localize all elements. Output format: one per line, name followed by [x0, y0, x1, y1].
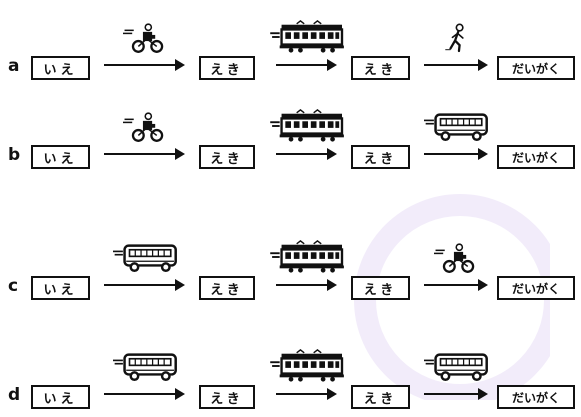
bicycle-icon — [434, 242, 480, 278]
train-icon — [269, 20, 347, 58]
route-arrow — [104, 284, 183, 286]
route-arrow — [276, 64, 335, 66]
route-arrow — [104, 393, 183, 395]
place-box-station: えき — [199, 385, 255, 409]
bus-icon — [424, 351, 490, 387]
place-box-university: だいがく — [497, 385, 575, 409]
place-box-station: えき — [351, 385, 410, 409]
bus-icon — [424, 111, 490, 147]
row-letter: a — [8, 56, 19, 76]
bus-icon — [113, 242, 179, 278]
route-arrow — [104, 64, 183, 66]
place-box-home: いえ — [31, 56, 90, 80]
place-box-station: えき — [351, 276, 410, 300]
place-box-university: だいがく — [497, 276, 575, 300]
route-arrow — [104, 153, 183, 155]
route-arrow — [276, 284, 335, 286]
walking-person-icon — [444, 22, 470, 58]
route-arrow — [424, 64, 486, 66]
train-icon — [269, 109, 347, 147]
place-box-station: えき — [199, 276, 255, 300]
place-box-home: いえ — [31, 145, 90, 169]
place-box-university: だいがく — [497, 145, 575, 169]
row-letter: c — [8, 276, 18, 296]
bus-icon — [113, 351, 179, 387]
row-letter: b — [8, 145, 20, 165]
place-box-home: いえ — [31, 385, 90, 409]
place-box-station: えき — [199, 145, 255, 169]
bicycle-icon — [123, 22, 169, 58]
bicycle-icon — [123, 111, 169, 147]
row-letter: d — [8, 385, 20, 405]
route-arrow — [424, 284, 486, 286]
place-box-station: えき — [199, 56, 255, 80]
place-box-station: えき — [351, 56, 410, 80]
place-box-station: えき — [351, 145, 410, 169]
place-box-university: だいがく — [497, 56, 575, 80]
route-arrow — [276, 153, 335, 155]
route-arrow — [424, 153, 486, 155]
train-icon — [269, 349, 347, 387]
route-arrow — [424, 393, 486, 395]
route-arrow — [276, 393, 335, 395]
place-box-home: いえ — [31, 276, 90, 300]
train-icon — [269, 240, 347, 278]
